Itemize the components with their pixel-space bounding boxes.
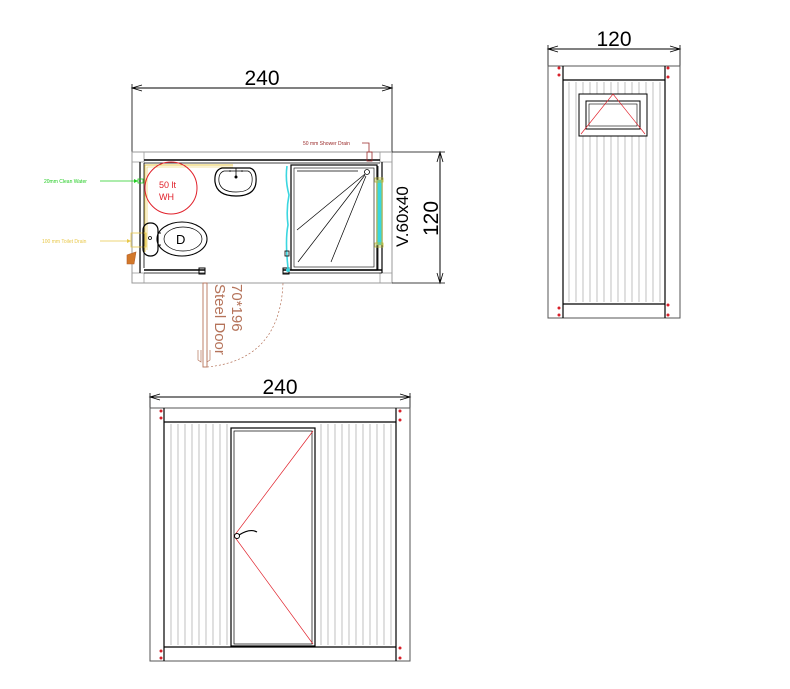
washbasin — [214, 167, 257, 197]
water-heater-capacity: 50 lt — [159, 180, 177, 190]
side-elevation: 120 — [546, 28, 682, 319]
valve-fitting-icon — [126, 251, 137, 265]
plan-outer-frame — [131, 151, 393, 284]
front-width-label: 240 — [262, 376, 297, 399]
plan-walls — [139, 159, 383, 275]
front-elevation: 240 — [148, 376, 412, 662]
shower-enclosure — [284, 164, 384, 272]
window-size-label: V.60x40 — [393, 186, 412, 247]
clean-water-label: 20mm Clean Water — [44, 179, 87, 185]
plan-depth-label: 120 — [420, 201, 443, 236]
side-corner-markers — [557, 66, 670, 317]
plan-view: 240 20m — [42, 67, 445, 368]
front-door — [230, 427, 316, 647]
grab-bar — [376, 179, 383, 246]
shower-drain-icon — [364, 169, 370, 175]
plan-depth-dimension: 120 — [392, 150, 445, 285]
side-width-dimension: 120 — [546, 28, 682, 66]
door-handle-icon — [234, 533, 240, 539]
plan-width-dimension: 240 — [130, 67, 394, 152]
toilet: D — [142, 221, 208, 257]
front-width-dimension: 240 — [148, 376, 412, 408]
shower-drain-callout: 50 mm Shower Drain — [303, 141, 373, 162]
toilet-drain-label: 100 mm Toilet Drain — [42, 239, 87, 245]
yellow-piping: 100 mm Toilet Drain — [42, 164, 233, 252]
door-type-label: Steel Door — [211, 284, 228, 355]
door-size-label: 70*196 — [228, 284, 245, 332]
front-corner-markers — [159, 409, 402, 660]
plan-width-label: 240 — [244, 67, 279, 90]
water-heater-label: WH — [159, 192, 174, 202]
door-swing: 70*196 Steel Door — [197, 282, 284, 368]
water-heater: 50 lt WH — [144, 161, 198, 215]
shower-drain-label: 50 mm Shower Drain — [303, 141, 350, 147]
clean-water-pipe: 20mm Clean Water — [44, 178, 144, 185]
door-leaf — [202, 282, 208, 368]
side-width-label: 120 — [596, 28, 631, 51]
water-heater-circle — [144, 161, 198, 215]
side-window — [578, 93, 648, 137]
front-cladding — [170, 424, 392, 645]
glass-partition — [285, 165, 290, 269]
toilet-mark: D — [176, 232, 185, 247]
